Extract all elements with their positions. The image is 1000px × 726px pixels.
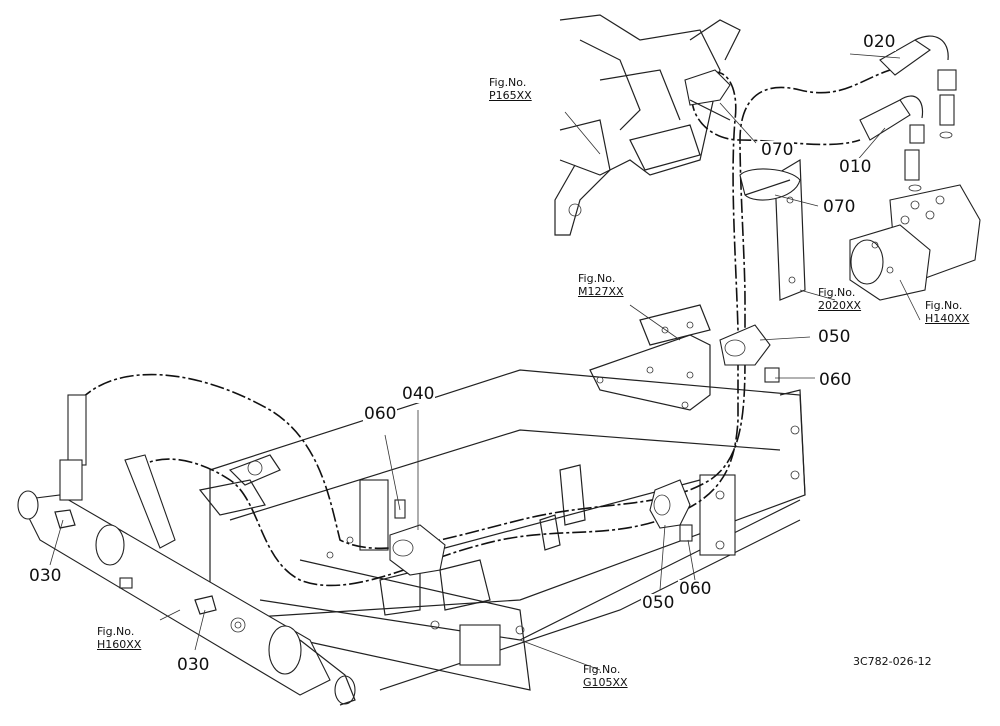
- fig-ref-prefix: Fig.No.: [925, 299, 963, 312]
- leader-lines: [49, 53, 921, 671]
- fig-ref-p165: Fig.No. P165XX: [489, 76, 532, 102]
- part-label-050-upper: 050: [817, 327, 852, 347]
- part-label-060-lower: 060: [678, 579, 713, 599]
- part-label-040: 040: [401, 384, 436, 404]
- fig-ref-g105: Fig.No. G105XX: [583, 663, 628, 689]
- steering-valve: [849, 69, 981, 301]
- part-label-030-left: 030: [28, 566, 63, 586]
- part-label-070-lower: 070: [822, 197, 857, 217]
- chassis-frame: [198, 369, 806, 691]
- fig-ref-h140: Fig.No. H140XX: [925, 299, 969, 325]
- mid-bracket: [589, 304, 711, 411]
- part-label-060-right: 060: [818, 370, 853, 390]
- fig-ref-prefix: Fig.No.: [578, 272, 616, 285]
- part-label-010: 010: [838, 157, 873, 177]
- fig-ref-m127: Fig.No. M127XX: [578, 272, 624, 298]
- fig-ref-prefix: Fig.No.: [97, 625, 135, 638]
- fig-ref-number: 2020XX: [818, 299, 862, 312]
- fig-ref-prefix: Fig.No.: [818, 286, 856, 299]
- drawing-code: 3C782-026-12: [853, 655, 932, 668]
- fig-ref-2020: Fig.No. 2020XX: [818, 286, 861, 312]
- fig-ref-number: H140XX: [925, 312, 970, 325]
- fig-ref-prefix: Fig.No.: [583, 663, 621, 676]
- part-label-070-upper: 070: [760, 140, 795, 160]
- fig-ref-number: M127XX: [578, 285, 624, 298]
- steering-cylinder: [17, 490, 356, 706]
- hydraulic-hoses: [59, 35, 949, 587]
- part-label-020: 020: [862, 32, 897, 52]
- part-label-030-bottom: 030: [176, 655, 211, 675]
- fig-ref-number: H160XX: [97, 638, 142, 651]
- part-label-050-lower: 050: [641, 593, 676, 613]
- fig-ref-number: P165XX: [489, 89, 532, 102]
- fig-ref-number: G105XX: [583, 676, 628, 689]
- upper-bracket: [554, 14, 741, 236]
- fig-ref-h160: Fig.No. H160XX: [97, 625, 141, 651]
- part-label-060-mid: 060: [363, 404, 398, 424]
- vertical-plate: [774, 158, 806, 301]
- fig-ref-prefix: Fig.No.: [489, 76, 527, 89]
